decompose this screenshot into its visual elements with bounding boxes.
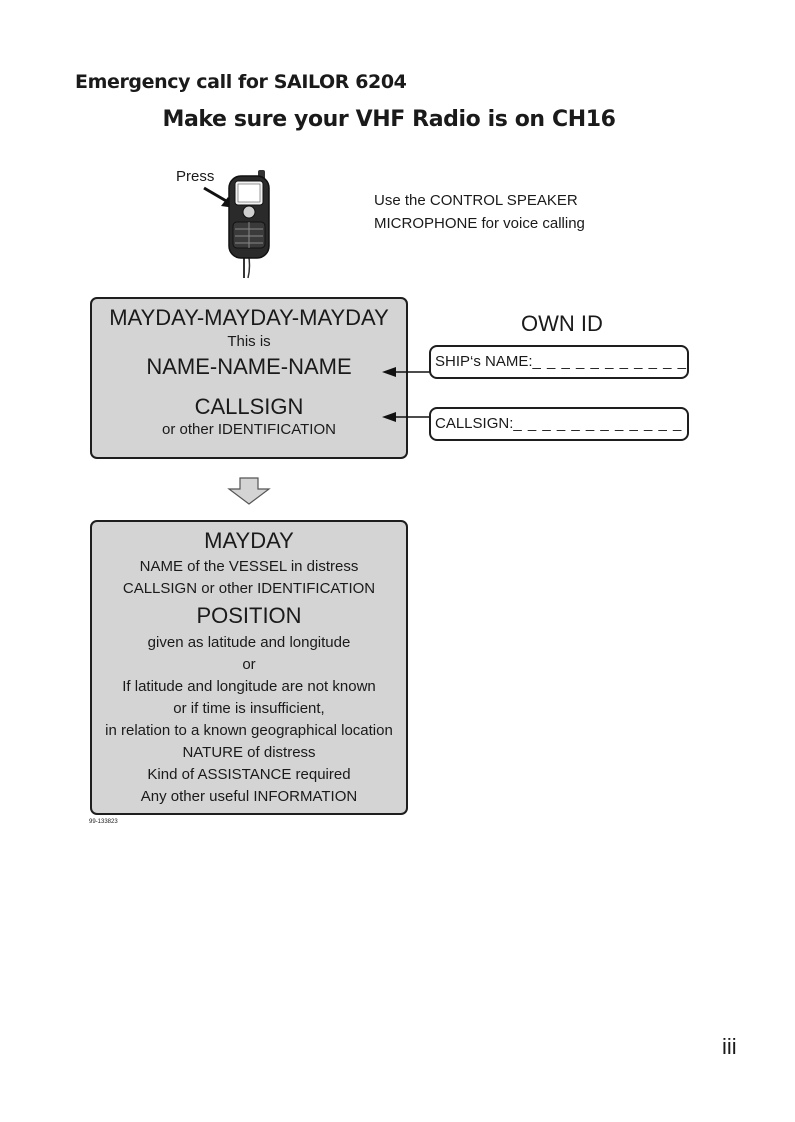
- press-arrow-line: [204, 188, 228, 202]
- ship-name-label: SHIP‘s NAME:: [435, 353, 533, 370]
- mayday-call-box: MAYDAY-MAYDAY-MAYDAY This is NAME-NAME-N…: [90, 297, 408, 459]
- microphone-instruction: Use the CONTROL SPEAKER MICROPHONE for v…: [374, 189, 585, 235]
- msg-geo-location: in relation to a known geographical loca…: [92, 720, 406, 742]
- ship-name-blank: _ _ _ _ _ _ _ _ _ _ _: [533, 353, 687, 370]
- callsign-text: CALLSIGN: [92, 393, 406, 421]
- microphone-illustration: [195, 166, 285, 280]
- msg-mayday: MAYDAY: [92, 526, 406, 556]
- ship-name-arrow-head: [382, 367, 396, 377]
- figure-code: 99-133823: [89, 819, 118, 825]
- msg-vessel-name: NAME of the VESSEL in distress: [92, 556, 406, 578]
- other-identification-text: or other IDENTIFICATION: [92, 421, 406, 439]
- name-repeat-text: NAME-NAME-NAME: [92, 351, 406, 383]
- callsign-arrow-head: [382, 412, 396, 422]
- callsign-field[interactable]: CALLSIGN:_ _ _ _ _ _ _ _ _ _ _ _: [429, 407, 689, 441]
- connector-arrows: [380, 360, 432, 430]
- own-id-title: OWN ID: [462, 311, 662, 337]
- callsign-blank: _ _ _ _ _ _ _ _ _ _ _ _: [513, 415, 682, 432]
- down-arrow-icon: [226, 476, 272, 506]
- msg-position: POSITION: [92, 600, 406, 632]
- msg-not-known: If latitude and longitude are not known: [92, 676, 406, 698]
- msg-time-insufficient: or if time is insufficient,: [92, 698, 406, 720]
- document-subtitle: Make sure your VHF Radio is on CH16: [0, 107, 778, 132]
- msg-nature: NATURE of distress: [92, 742, 406, 764]
- msg-lat-long: given as latitude and longitude: [92, 632, 406, 654]
- mic-dial: [243, 206, 255, 218]
- msg-or: or: [92, 654, 406, 676]
- callsign-label: CALLSIGN:: [435, 415, 513, 432]
- mayday-message-box: MAYDAY NAME of the VESSEL in distress CA…: [90, 520, 408, 815]
- instruction-line-1: Use the CONTROL SPEAKER: [374, 189, 585, 212]
- msg-callsign: CALLSIGN or other IDENTIFICATION: [92, 578, 406, 600]
- ship-name-field[interactable]: SHIP‘s NAME:_ _ _ _ _ _ _ _ _ _ _: [429, 345, 689, 379]
- mayday-repeat-text: MAYDAY-MAYDAY-MAYDAY: [92, 303, 406, 333]
- document-title: Emergency call for SAILOR 6204: [75, 71, 407, 93]
- instruction-line-2: MICROPHONE for voice calling: [374, 212, 585, 235]
- this-is-text: This is: [92, 333, 406, 351]
- msg-assistance: Kind of ASSISTANCE required: [92, 764, 406, 786]
- page-number: iii: [722, 1034, 737, 1060]
- msg-other-info: Any other useful INFORMATION: [92, 786, 406, 808]
